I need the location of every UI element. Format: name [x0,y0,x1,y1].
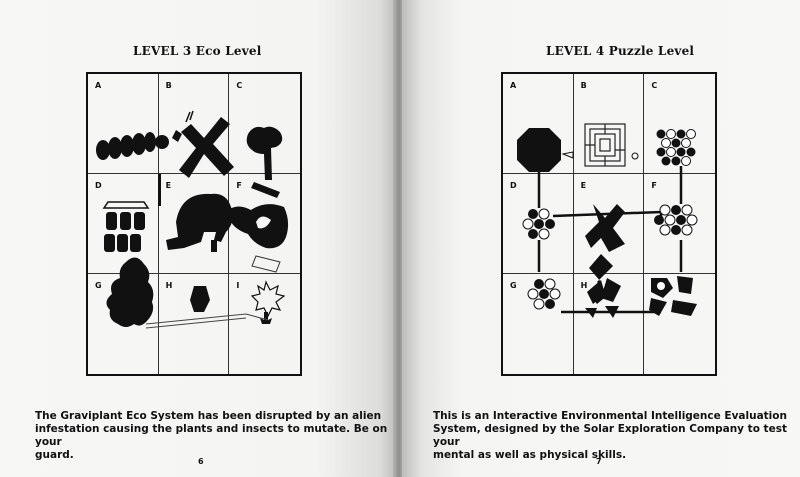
grid-cell-a: A [503,74,574,174]
level-4-map-grid: A B C D E F G H I [501,72,717,376]
cell-label: I [236,281,240,290]
grid-cell-i: I [229,274,300,374]
cell-label: G [95,281,102,290]
cell-label: H [165,281,173,290]
level-4-description: This is an Interactive Environmental Int… [433,410,800,462]
level-3-title: LEVEL 3 Eco Level [133,44,262,58]
grid-cell-h: H [574,274,645,374]
grid-cell-f: F [644,174,715,274]
description-line: This is an Interactive Environmental Int… [433,410,787,422]
page-number: 7 [596,457,602,466]
page-number: 6 [198,457,204,466]
grid-cell-a: A [88,74,159,174]
cell-label: A [510,81,517,90]
cell-label: D [95,181,102,190]
grid-cell-e: E [573,174,645,274]
level-4-title: LEVEL 4 Puzzle Level [546,44,695,58]
level-3-map-grid: A B C D E F G H I [86,72,302,376]
grid-cell-g: G [503,274,574,374]
grid-cell-d: D [88,174,159,274]
cell-label: D [510,181,517,190]
grid-cell-g: G [88,274,159,374]
grid-cell-i: I [644,274,715,374]
description-line: The Graviplant Eco System has been disru… [35,410,382,422]
cell-label: B [165,81,172,90]
description-line: mental as well as physical skills. [433,449,627,461]
grid-cell-e: E [158,174,230,274]
cell-label: F [651,181,657,190]
description-line: infestation causing the plants and insec… [35,423,388,448]
grid-cell-f: F [229,174,300,274]
grid-cell-c: C [229,74,300,174]
grid-cell-h: H [159,274,230,374]
grid-cell-b: B [158,74,230,174]
cell-label: I [651,281,655,290]
cell-label: C [651,81,658,90]
description-line: System, designed by the Solar Exploratio… [433,423,787,448]
cell-label: H [580,281,588,290]
page-right: LEVEL 4 Puzzle Level A B C D E F G H I [402,0,800,477]
grid-cell-c: C [644,74,715,174]
cell-label: F [236,181,242,190]
grid-cell-d: D [503,174,574,274]
cell-label: C [236,81,243,90]
cell-label: A [95,81,102,90]
description-line: guard. [35,449,74,461]
cell-label: E [580,181,587,190]
cell-label: G [510,281,517,290]
page-left: LEVEL 3 Eco Level A B C D E F G H I [0,0,396,477]
grid-cell-b: B [573,74,645,174]
cell-label: B [580,81,587,90]
level-3-description: The Graviplant Eco System has been disru… [35,410,396,462]
cell-label: E [165,181,172,190]
